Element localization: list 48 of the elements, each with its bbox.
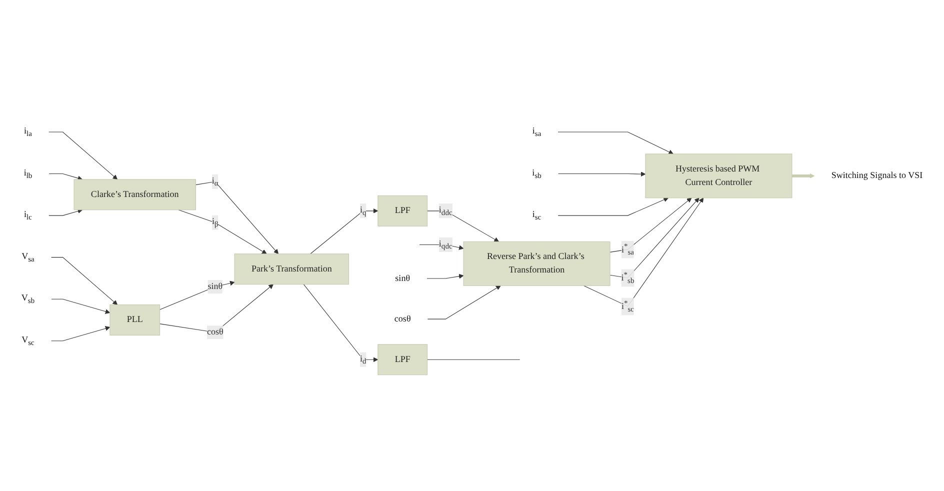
- arrow: [51, 257, 118, 305]
- node-text: Switching Signals to VSI: [831, 170, 923, 180]
- edge-label: i$_{d}$: [360, 354, 366, 366]
- arrow: [48, 132, 118, 180]
- node-text: i$_{la}$: [24, 126, 32, 138]
- arrow: [427, 285, 501, 320]
- arrow: [51, 326, 110, 342]
- edge-label: i$_{q}$: [360, 205, 366, 217]
- arrow: [51, 298, 110, 314]
- node-box: LPF: [378, 195, 428, 226]
- edge-label: i$_{α}$: [212, 176, 218, 188]
- arrow: [558, 197, 668, 216]
- edge-label: i$_{β}$: [212, 216, 218, 228]
- arrow: [610, 198, 692, 252]
- arrow: [558, 172, 646, 177]
- node-text: i$_{sc}$: [532, 210, 542, 222]
- arrow: [48, 173, 83, 181]
- edge-label: sinθ: [208, 282, 223, 292]
- node-text: i$_{lb}$: [24, 168, 32, 180]
- connector: [426, 359, 520, 360]
- node-text: i$_{sa}$: [532, 126, 542, 138]
- node-text: V$_{sa}$: [22, 252, 34, 264]
- edge-label: i$_{qdc}$: [438, 239, 452, 250]
- arrow: [558, 132, 674, 154]
- edge-label: i$_{ddc}$: [438, 205, 452, 217]
- edge-label: cosθ: [206, 327, 224, 337]
- node-text: i$_{sb}$: [532, 168, 542, 180]
- arrow: [303, 284, 378, 362]
- node-box: Hysteresis based PWM Current Controller: [645, 154, 792, 198]
- node-text: V$_{sb}$: [21, 293, 35, 305]
- arrow: [160, 284, 274, 333]
- node-text: sinθ: [395, 273, 410, 284]
- arrow: [178, 210, 267, 254]
- arrow: [610, 198, 700, 278]
- node-box: Clarke’s Transformation: [74, 179, 196, 210]
- node-box: Reverse Park’s and Clark’s Transformation: [463, 241, 610, 286]
- node-text: i$_{lc}$: [24, 210, 32, 222]
- arrow: [310, 208, 378, 254]
- arrow: [792, 173, 815, 178]
- arrow: [426, 274, 464, 279]
- arrow: [195, 181, 279, 254]
- arrow: [426, 210, 500, 242]
- arrow: [48, 208, 83, 216]
- node-box: PLL: [110, 304, 160, 336]
- node-text: V$_{sc}$: [22, 335, 34, 347]
- node-text: cosθ: [394, 314, 411, 324]
- node-box: Park’s Transformation: [234, 254, 350, 285]
- node-box: LPF: [378, 344, 428, 376]
